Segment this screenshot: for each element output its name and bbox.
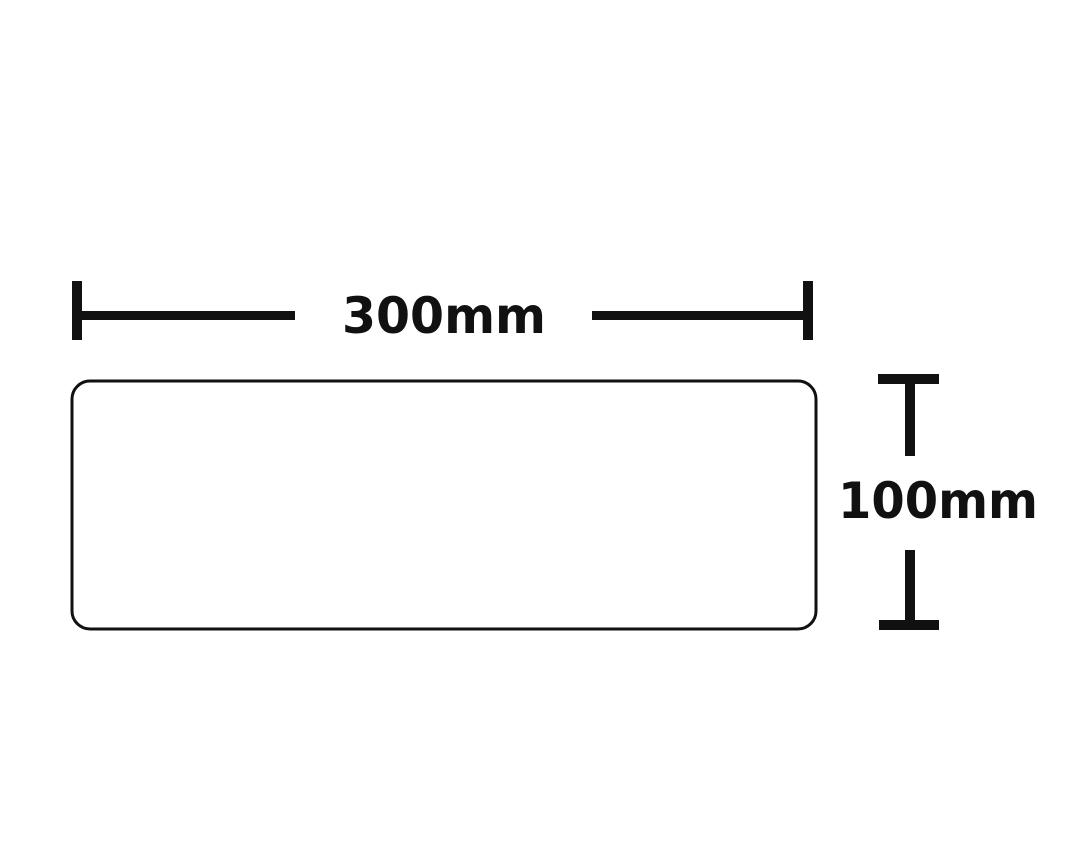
panel-outline [70, 379, 818, 631]
height-label: 100mm [838, 472, 1038, 530]
height-bottom-line [905, 550, 915, 628]
height-top-line [905, 374, 915, 456]
width-right-tick [803, 281, 813, 340]
height-dimension: 100mm [838, 374, 1038, 630]
width-right-line [592, 311, 808, 320]
height-bottom-tick [879, 620, 939, 630]
width-dimension: 300mm [72, 281, 813, 345]
width-left-line [72, 311, 295, 320]
width-left-tick [72, 281, 82, 340]
width-label: 300mm [342, 287, 546, 345]
